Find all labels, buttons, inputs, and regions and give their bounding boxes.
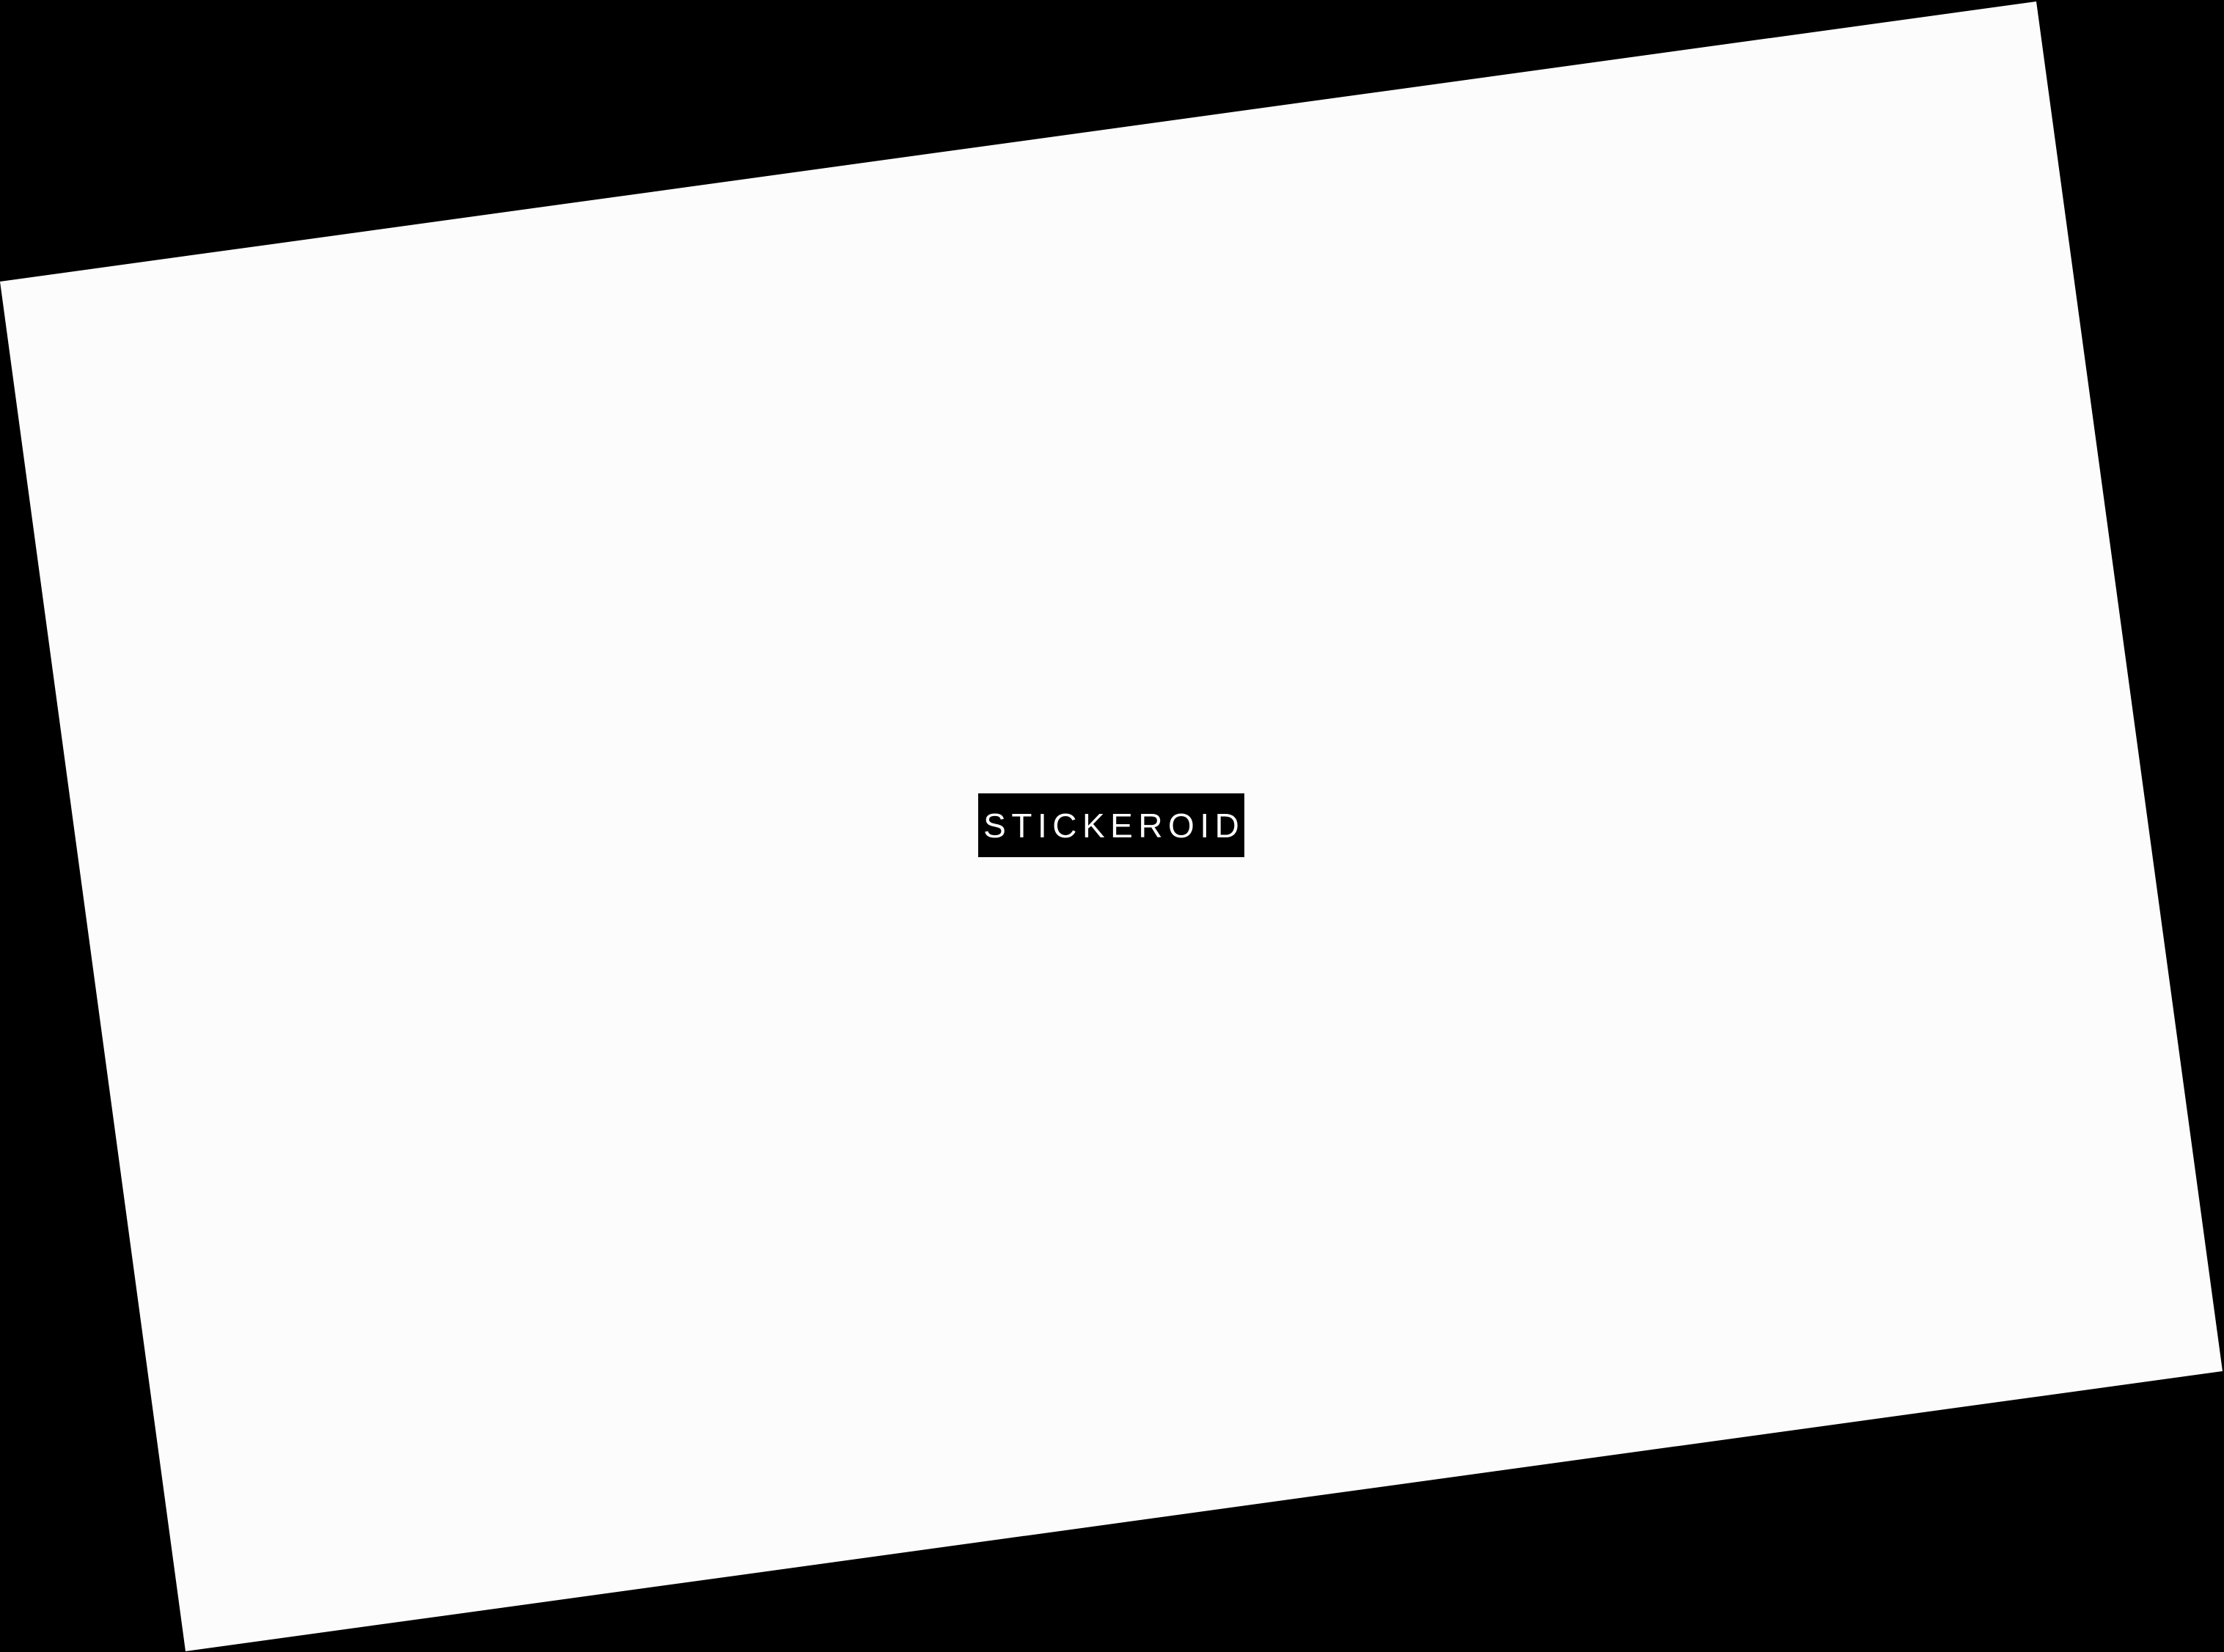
stickeroid-watermark-label: STICKEROID [983,806,1245,845]
stickeroid-watermark-badge: STICKEROID [978,793,1244,857]
